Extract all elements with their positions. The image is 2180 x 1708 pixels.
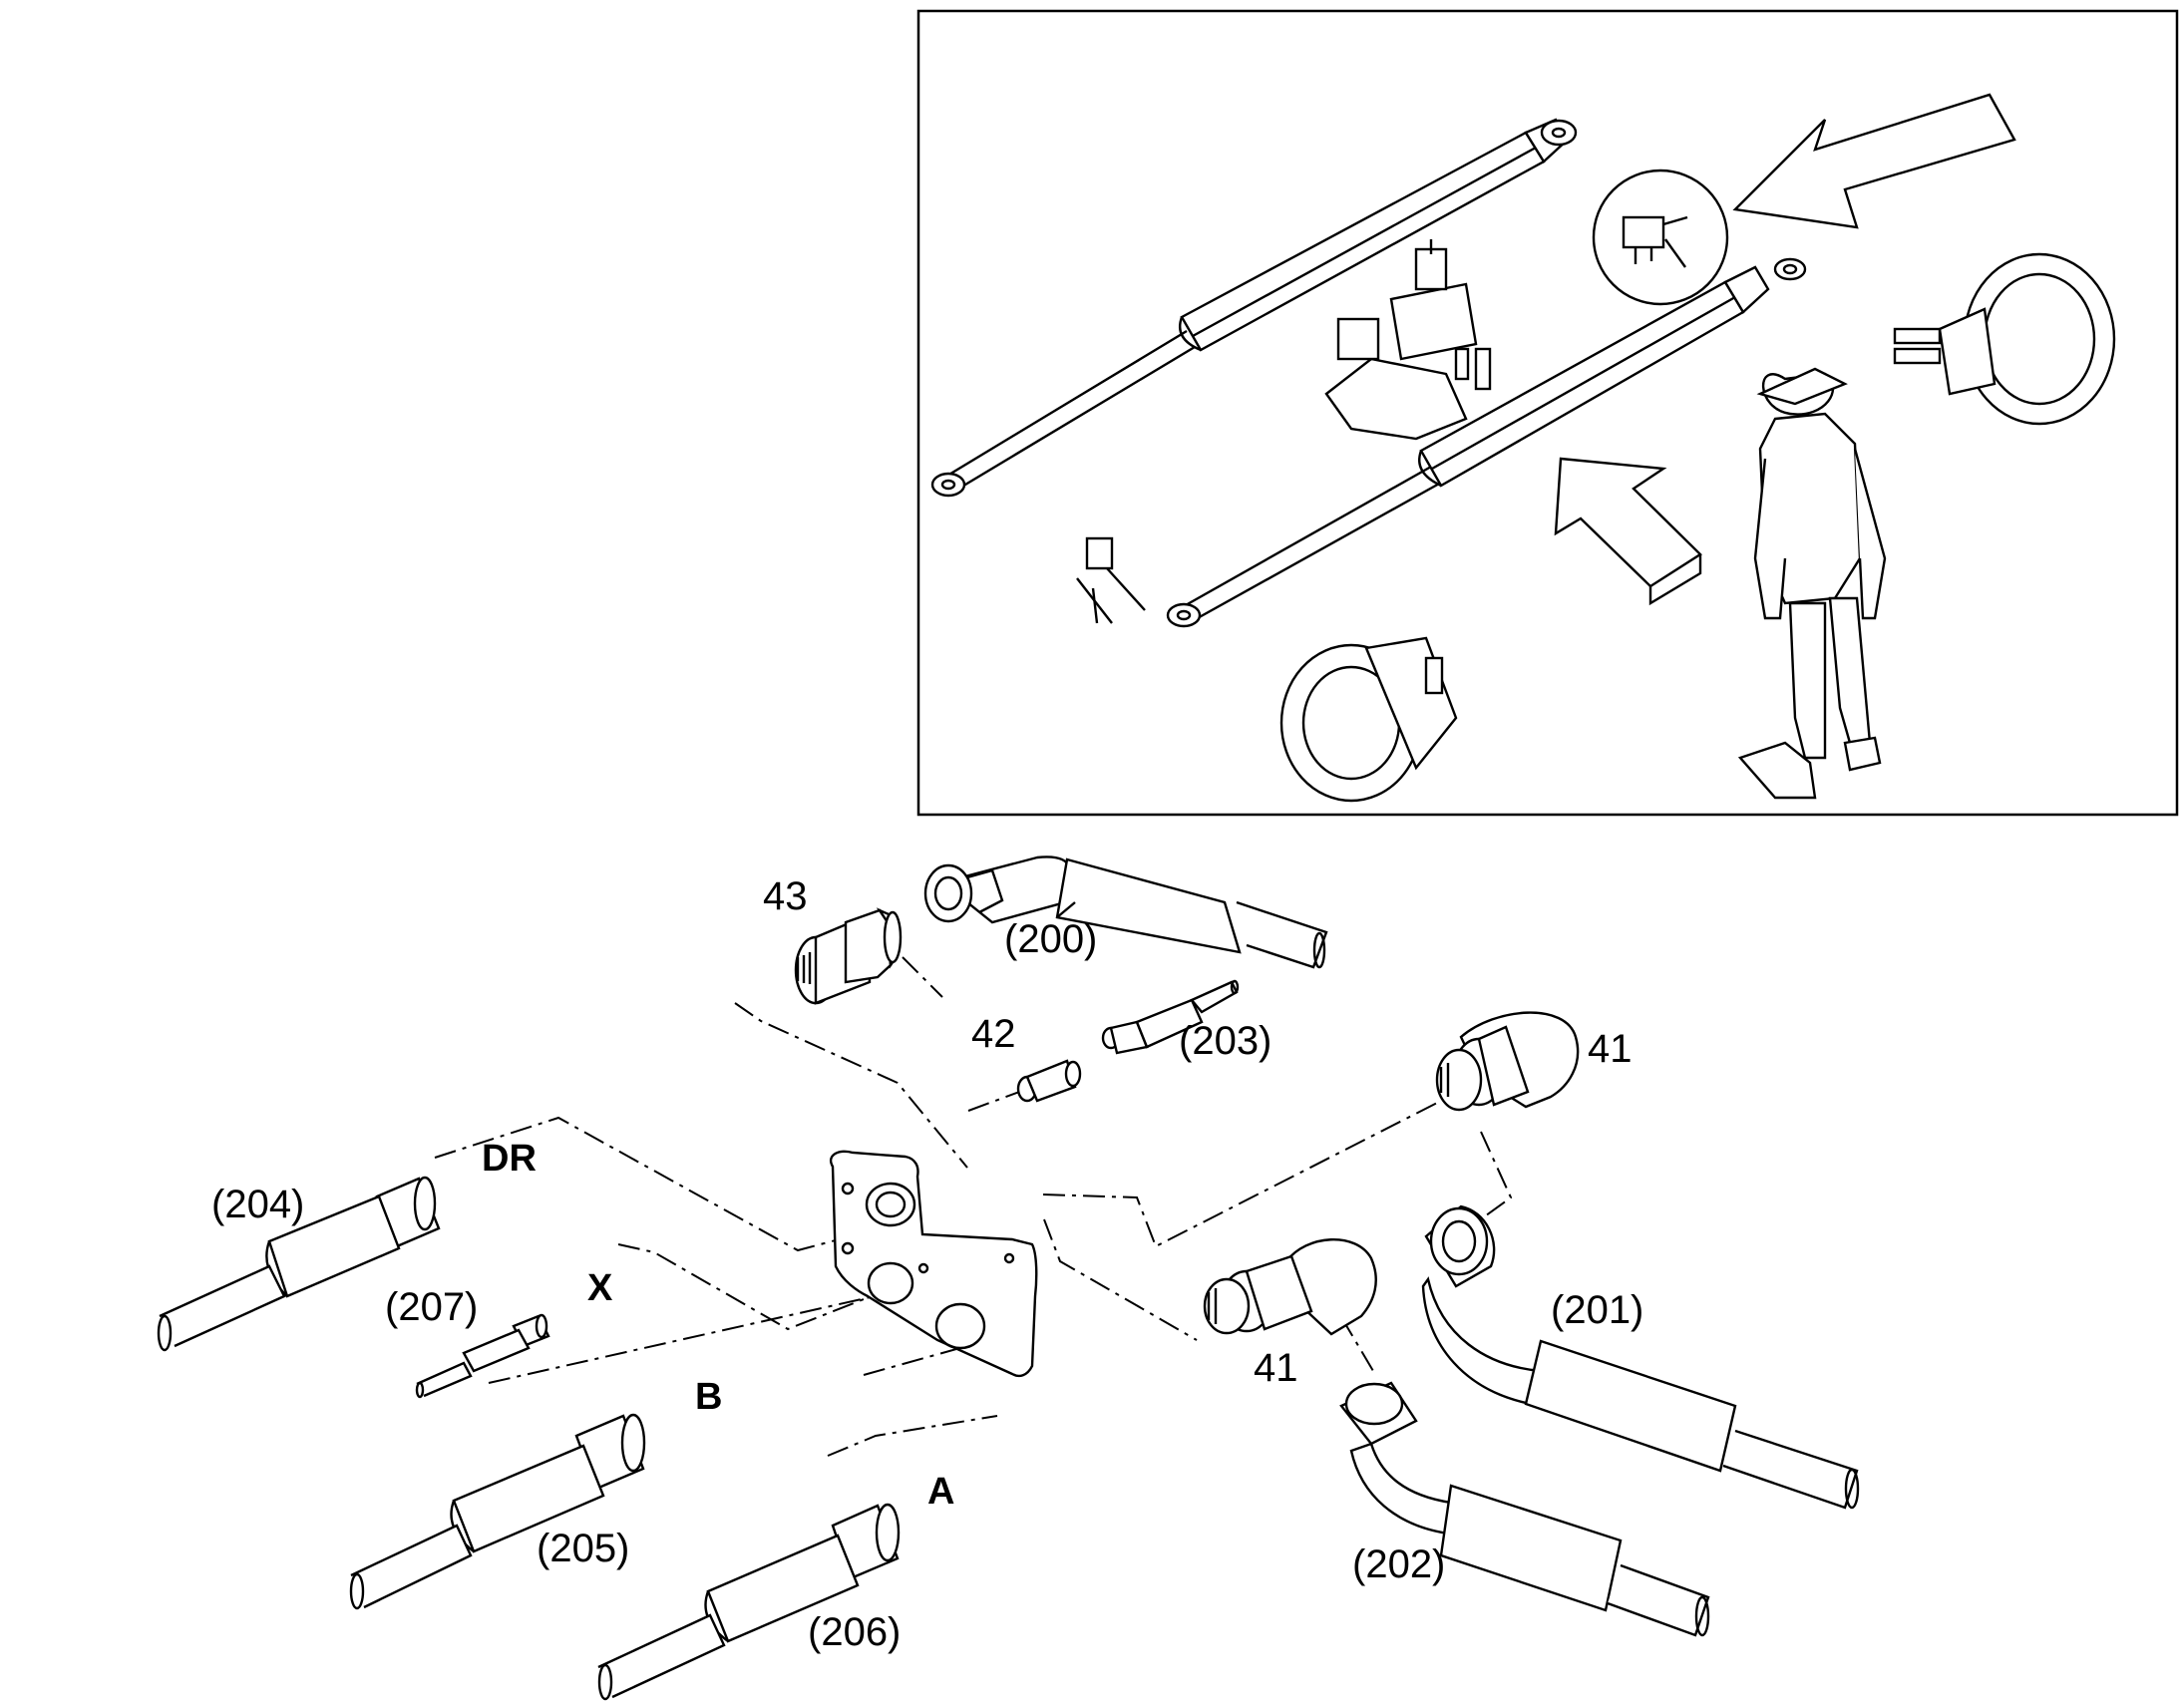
detail-magnifier [1592,169,1729,306]
hose-202 [1339,1381,1710,1637]
label-200: (200) [1004,917,1097,961]
final-drive-right [1893,252,2116,426]
hose-200 [923,855,1328,969]
hydraulic-cylinder-left [930,118,1578,498]
port-label-a: A [927,1471,954,1513]
adapter-fitting-43 [794,907,903,1005]
port-flange-plate [830,1150,1038,1378]
adapter-fitting-42 [1016,1059,1082,1103]
label-205: (205) [537,1527,629,1570]
label-206: (206) [808,1610,901,1654]
mannequin-figure [1737,367,1887,800]
label-202: (202) [1352,1542,1445,1586]
pipe-207 [415,1313,550,1399]
elbow-fitting-41-lower [1203,1238,1377,1336]
hose-206 [597,1503,901,1701]
port-label-x: X [587,1267,613,1309]
label-42: 42 [971,1012,1016,1056]
final-drive-bottom [1279,636,1458,803]
insertion-arrow [1554,457,1702,588]
label-203: (203) [1179,1019,1272,1063]
port-label-dr: DR [482,1138,537,1180]
label-204: (204) [211,1183,304,1226]
label-41-upper: 41 [1588,1027,1633,1071]
pipe-203 [1101,979,1240,1055]
view-direction-arrow [1732,93,2016,229]
label-207: (207) [385,1285,478,1329]
hydraulic-cylinder-right [1166,257,1807,628]
hose-205 [349,1413,646,1610]
overview-inset [916,9,2179,817]
port-label-b: B [695,1376,722,1418]
elbow-fitting-41-upper [1435,1011,1580,1112]
label-41-lower: 41 [1254,1346,1298,1390]
callout-labels: 43 (200) 42 (203) 41 (204) (207) 41 (201… [211,874,1643,1654]
hose-201 [1421,1204,1860,1510]
valve-group-small [1076,536,1146,624]
label-43: 43 [763,874,808,918]
hose-204 [157,1176,441,1352]
hydraulic-pump [1324,239,1492,441]
label-201: (201) [1551,1288,1643,1332]
